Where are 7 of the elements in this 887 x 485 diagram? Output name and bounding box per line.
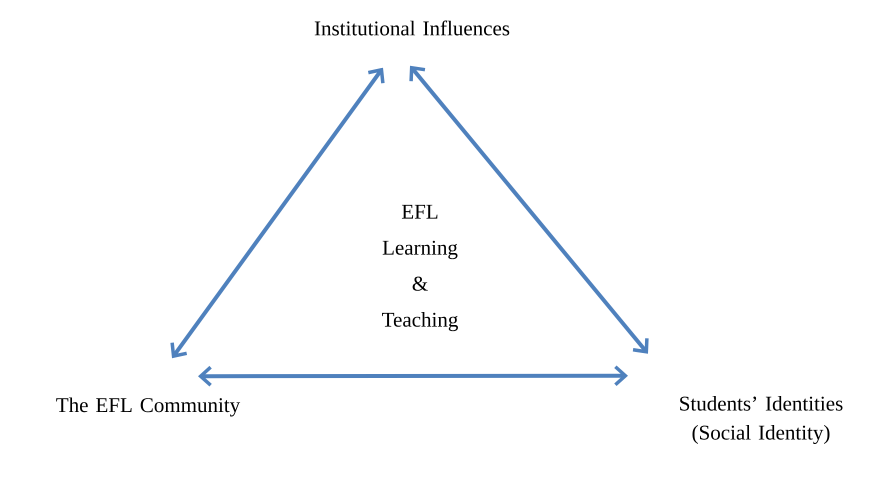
node-label: The EFL Community bbox=[56, 397, 240, 417]
node-label: Institutional Influences bbox=[314, 20, 510, 36]
node-label: Students’ Identities (Social Identity) bbox=[680, 396, 842, 444]
double-arrow bbox=[170, 68, 385, 358]
center-label: EFL Learning & Teaching bbox=[382, 204, 458, 332]
double-arrow bbox=[409, 66, 649, 354]
double-arrow bbox=[198, 365, 628, 387]
